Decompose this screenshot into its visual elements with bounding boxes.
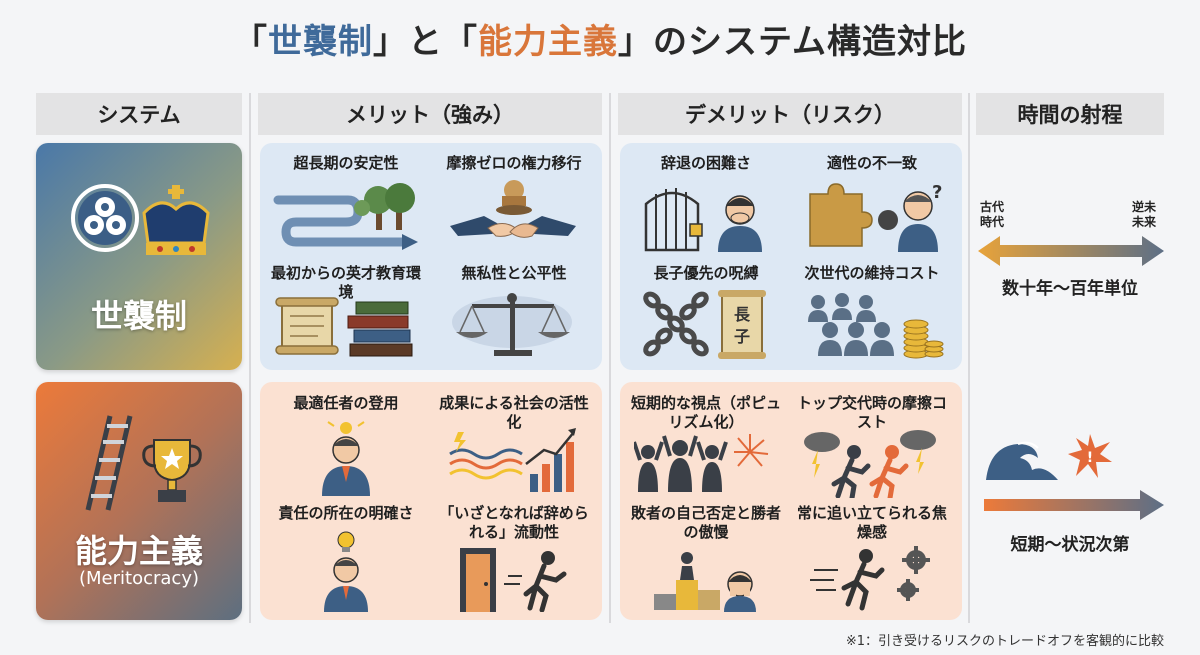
ladder-icon [85,415,133,511]
wave-icon [986,441,1058,480]
page-title: 「世襲制」と「能力主義」のシステム構造対比 [0,14,1200,63]
title-bracket: 「 [233,22,268,62]
title-suffix: 」のシステム構造対比 [618,22,967,62]
exit-door-icon [460,548,567,612]
storm-runners-icon [804,430,936,498]
svg-text:長: 長 [734,305,751,324]
chains-scroll-icon: 長 子 [643,290,766,359]
column-divider [968,93,970,623]
double-arrow-icon [978,236,1164,266]
time-label-meritocracy: 短期〜状況次第 [1010,535,1130,555]
time-ancient-line2: 時代 [980,215,1005,229]
time-ancient-line1: 古代 [980,200,1005,214]
family-crest-icon [71,184,139,252]
running-gears-icon [810,546,930,611]
system-name-meritocracy: 能力主義 [74,532,203,570]
merit-label-power-transfer: 摩擦ゼロの権力移行 [446,154,582,172]
time-future-line1: 逆未 [1132,200,1157,214]
time-label-ancient: 古代 時代 [980,200,1004,230]
podium-despair-icon [654,552,756,612]
system-subtitle-meritocracy: (Meritocracy) [79,568,199,589]
cage-lock-icon [644,188,762,252]
header-merit: メリット（強み） [258,93,602,135]
system-name-hereditary: 世襲制 [90,297,187,335]
merit-label-best-person: 最適任者の登用 [293,394,399,412]
svg-text:子: 子 [734,327,750,346]
explosion-icon: ! [1068,434,1112,478]
long-road-trees-icon [273,183,418,250]
demerit-label-short-term: 短期的な視点（ポピュリズム化） [630,394,781,431]
merit-label-mobility: 「いざとなれば辞められる」流動性 [439,504,589,541]
column-divider [249,93,251,623]
header-time: 時間の射程 [976,93,1164,135]
demerit-label-anxiety: 常に追い立てられる焦燥感 [796,504,947,541]
people-coins-icon [808,293,944,359]
time-label-future: 逆未 未来 [1132,200,1156,230]
demerit-label-loser-winner: 敗者の自己否定と勝者の傲慢 [630,504,781,541]
demerit-label-maintenance-cost: 次世代の維持コスト [804,264,940,282]
svg-text:?: ? [932,182,942,203]
merit-label-accountability: 責任の所在の明確さ [278,504,414,522]
demerit-label-primogeniture: 長子優先の呪縛 [653,264,759,282]
time-future-line2: 未来 [1132,215,1157,229]
footnote: ※1：引き受けるリスクのトレードオフを客観的に比較 [845,634,1164,649]
merit-label-stability: 超長期の安定性 [293,154,399,172]
demerit-label-resign-difficulty: 辞退の困難さ [660,154,751,172]
demerit-label-transition-friction: トップ交代時の摩擦コスト [796,394,947,431]
time-label-hereditary: 数十年〜百年単位 [1002,279,1138,299]
title-hereditary: 世襲制 [268,22,373,62]
person-bulb-icon [324,531,368,612]
demerit-label-aptitude-mismatch: 適性の不一致 [826,154,917,172]
puzzle-thinking-icon: ? [809,182,942,252]
crowd-fireworks-icon [634,434,769,492]
scales-icon [452,293,572,356]
crown-icon [142,185,210,255]
system-card-hereditary: 世襲制 [36,143,242,370]
trophy-icon [142,439,202,502]
header-system: システム [36,93,242,135]
merit-label-impartiality: 無私性と公平性 [461,264,567,282]
person-lightbulb-icon [322,421,370,496]
title-connector: 」と「 [373,22,478,62]
panel-meritocracy-merit [260,382,602,620]
scroll-books-icon [275,297,413,357]
merit-label-social-vitality: 成果による社会の活性化 [439,394,589,431]
title-meritocracy: 能力主義 [478,22,618,62]
handshake-seal-icon [450,180,576,238]
svg-text:!: ! [1087,450,1093,466]
header-demerit: デメリット（リスク） [618,93,962,135]
system-card-meritocracy: 能力主義 (Meritocracy) [36,382,242,620]
forward-arrow-icon [984,490,1164,520]
growth-chart-icon [449,428,576,492]
merit-label-education: 最初からの英才教育環境 [270,264,421,301]
column-divider [609,93,611,623]
